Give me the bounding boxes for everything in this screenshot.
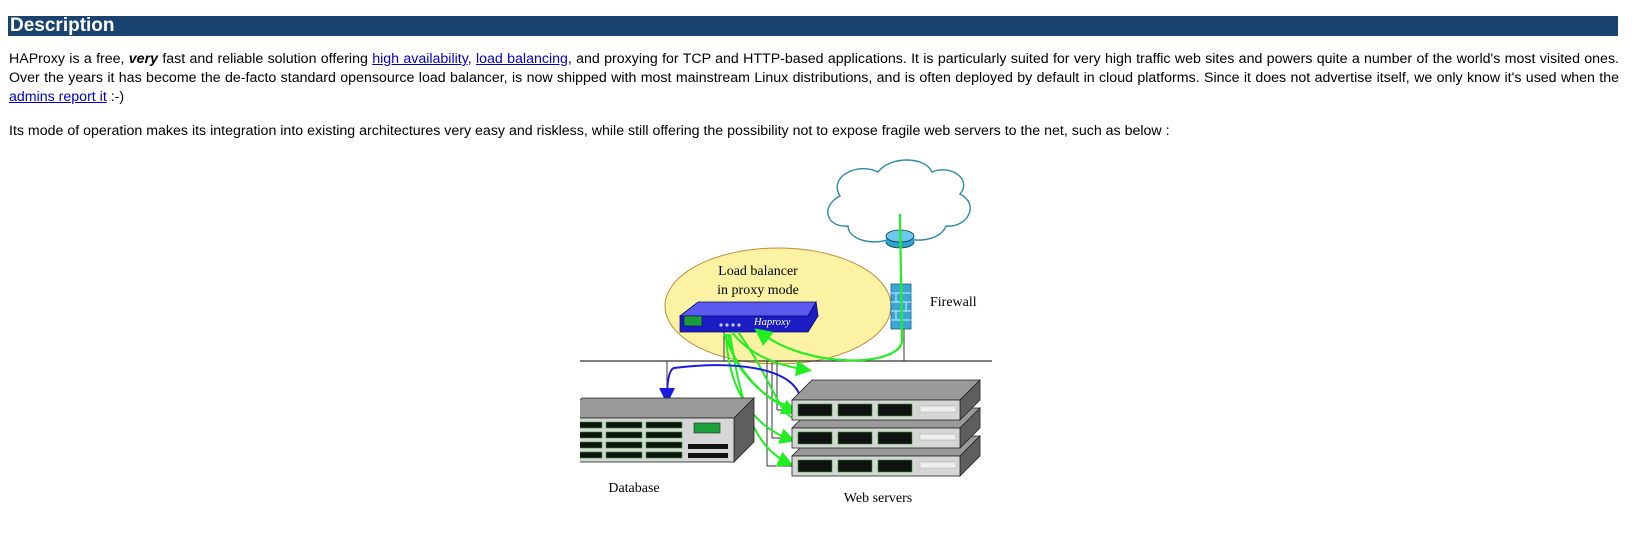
haproxy-device-icon: Haproxy: [678, 300, 819, 333]
mode-paragraph: Its mode of operation makes its integrat…: [9, 123, 1170, 139]
architecture-diagram: Load balancer in proxy mode Haproxy Fire…: [580, 159, 992, 506]
haproxy-device-label: Haproxy: [753, 317, 791, 328]
internet-traffic-flow: [754, 213, 904, 362]
web-servers-label: Web servers: [844, 491, 912, 506]
intro-text-1: HAProxy is a free,: [9, 51, 129, 67]
intro-paragraph: HAProxy is a free, very fast and reliabl…: [9, 50, 1619, 107]
firewall-label: Firewall: [930, 295, 977, 310]
lb-label-line2: in proxy mode: [717, 283, 799, 298]
high-availability-link[interactable]: high availability: [372, 51, 468, 67]
database-label: Database: [608, 481, 659, 496]
internet-cloud-icon: [827, 159, 971, 243]
intro-text-3: , and proxying for TCP and HTTP-based ap…: [9, 51, 1619, 86]
intro-sep: ,: [467, 51, 476, 67]
section-title: Description: [8, 16, 1618, 36]
intro-text-4: :-): [106, 89, 125, 105]
database-traffic-flow: [659, 364, 801, 404]
lb-label-line1: Load balancer: [718, 264, 798, 279]
web-servers-icon: [791, 379, 981, 477]
admins-report-link[interactable]: admins report it: [9, 89, 107, 105]
emphasis-very: very: [128, 51, 158, 67]
intro-text-2: fast and reliable solution offering: [158, 51, 373, 67]
load-balancing-link[interactable]: load balancing: [476, 51, 568, 67]
database-server-icon: [580, 397, 755, 463]
